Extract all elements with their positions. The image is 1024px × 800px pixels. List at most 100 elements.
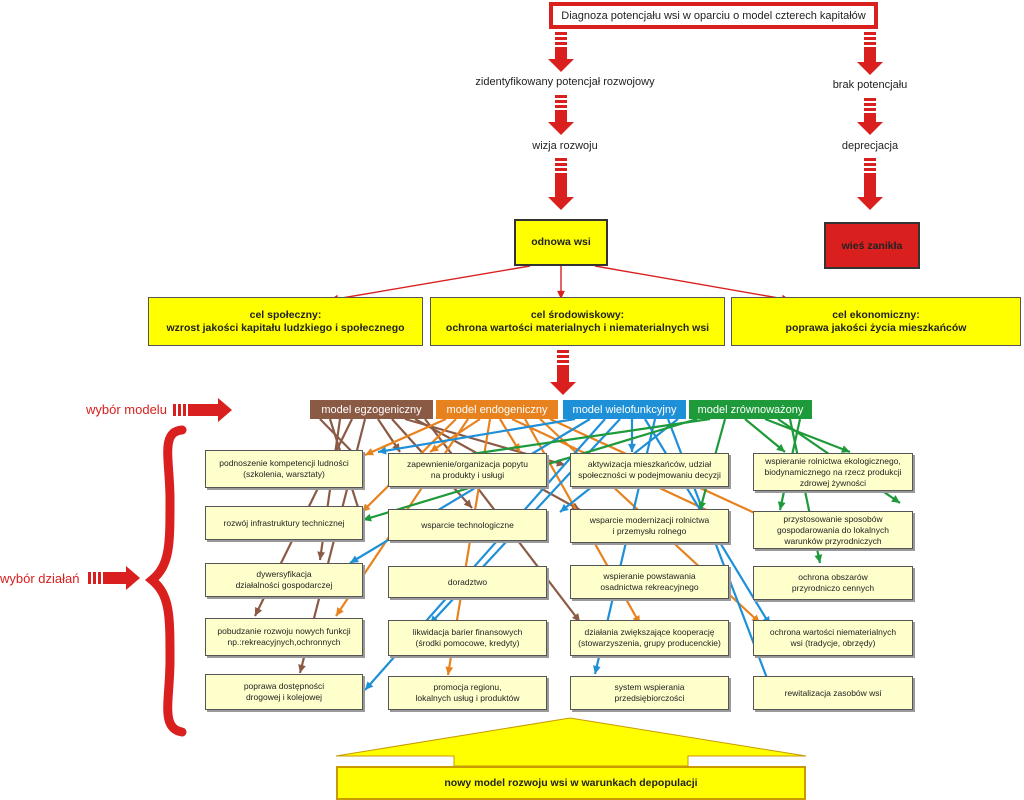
model-action-link-head xyxy=(560,503,569,512)
model-action-link-head xyxy=(628,443,636,452)
model-action-link-head xyxy=(365,681,374,690)
action-box: ochrona obszarów przyrodniczo cennych xyxy=(753,566,913,600)
action-box: poprawa dostępności drogowej i kolejowej xyxy=(205,674,363,710)
action-box: zapewnienie/organizacja popytu na produk… xyxy=(388,453,547,487)
action-box: doradztwo xyxy=(388,566,547,598)
model-action-link-head xyxy=(362,503,371,512)
model-action-link-head xyxy=(363,513,372,522)
action-label: przystosowanie sposobów gospodarowania d… xyxy=(777,513,889,546)
action-label: poprawa dostępności drogowej i kolejowej xyxy=(243,681,325,702)
action-box: pobudzanie rozwoju nowych funkcji np.:re… xyxy=(205,618,363,656)
model-action-link-head xyxy=(445,666,454,675)
goal-social-label: cel społeczny: wzrost jakości kapitału l… xyxy=(166,308,405,334)
action-box: rewitalizacja zasobów wsi xyxy=(753,676,913,710)
action-label: system wspierania przedsiębiorczości xyxy=(614,682,685,703)
model-action-link-head xyxy=(698,501,706,510)
action-label: rozwój infrastruktury technicznej xyxy=(223,517,345,528)
action-label: podnoszenie kompetencji ludności (szkole… xyxy=(219,458,349,479)
flow-arrow-shaft xyxy=(555,173,567,198)
goal-economic: cel ekonomiczny: poprawa jakości życia m… xyxy=(731,297,1021,346)
flow-arrow-dash xyxy=(555,32,567,35)
flow-arrow-dash xyxy=(864,42,876,45)
flow-arrow-dash xyxy=(555,37,567,40)
village-renewal-box: odnowa wsi xyxy=(514,219,608,266)
model-sustainable: model zrównoważony xyxy=(689,400,812,419)
flow-arrow-dash xyxy=(555,105,567,108)
action-choice-label: wybór działań xyxy=(0,571,80,586)
model-action-link-head xyxy=(317,551,326,560)
model-action-link xyxy=(364,417,447,457)
flow-arrow-head xyxy=(550,382,576,395)
model-choice-arrow-dash xyxy=(178,404,181,416)
model-action-link-head xyxy=(841,445,850,453)
village-vanished-label: wieś zanikła xyxy=(841,239,903,252)
model-action-link-head xyxy=(336,607,344,616)
goal-link-head xyxy=(557,290,565,299)
action-box: system wspierania przedsiębiorczości xyxy=(570,676,729,710)
action-box: promocja regionu, lokalnych usług i prod… xyxy=(388,676,547,710)
action-label: promocja regionu, lokalnych usług i prod… xyxy=(415,682,520,703)
flow-arrow-dash xyxy=(864,32,876,35)
action-box: rozwój infrastruktury technicznej xyxy=(205,506,363,540)
action-choice-arrow-head xyxy=(126,566,140,590)
model-action-link-head xyxy=(891,495,900,503)
action-label: wsparcie technologiczne xyxy=(421,519,514,530)
village-renewal-label: odnowa wsi xyxy=(531,236,591,248)
action-label: wspieranie powstawania osadnictwa rekrea… xyxy=(600,571,699,592)
goal-environmental: cel środowiskowy: ochrona wartości mater… xyxy=(430,297,725,346)
flow-arrow-shaft xyxy=(555,110,567,123)
depreciation-label: deprecjacja xyxy=(841,140,899,152)
action-box: działania zwiększające kooperację (stowa… xyxy=(570,620,729,656)
model-choice-label: wybór modelu xyxy=(86,402,167,417)
flow-arrow-shaft xyxy=(864,113,876,123)
model-multifunctional: model wielofunkcyjny xyxy=(563,400,686,419)
action-box: podnoszenie kompetencji ludności (szkole… xyxy=(205,450,363,488)
flow-arrow-head xyxy=(548,197,574,210)
action-box: ochrona wartości niematerialnych wsi (tr… xyxy=(753,620,913,656)
model-exogenous: model egzogeniczny xyxy=(310,400,433,419)
action-box: likwidacja barier finansowych (środki po… xyxy=(388,620,547,656)
model-action-link-head xyxy=(776,443,785,452)
action-label: działania zwiększające kooperację (stowa… xyxy=(578,627,721,648)
goal-link xyxy=(329,265,531,301)
diagnosis-box: Diagnoza potencjału wsi w oparciu o mode… xyxy=(549,2,878,29)
model-choice-arrow-shaft xyxy=(188,404,218,416)
model-action-link-head xyxy=(814,554,823,563)
action-label: likwidacja barier finansowych (środki po… xyxy=(412,627,523,648)
flow-arrow-dash xyxy=(557,360,569,363)
flow-arrow-dash xyxy=(555,168,567,171)
flow-arrow-dash xyxy=(555,42,567,45)
model-action-link-head xyxy=(392,443,400,452)
flow-arrow-dash xyxy=(555,100,567,103)
potential-identified-label: zidentyfikowany potencjał rozwojowy xyxy=(475,76,655,88)
flow-arrow-head xyxy=(857,122,883,135)
flow-arrow-shaft xyxy=(557,365,569,383)
bottom-yellow-arrow xyxy=(335,717,807,767)
action-label: zapewnienie/organizacja popytu na produk… xyxy=(407,459,528,480)
vision-label: wizja rozwoju xyxy=(532,140,598,152)
action-choice-arrow-dash xyxy=(93,572,96,584)
action-box: wspieranie powstawania osadnictwa rekrea… xyxy=(570,565,729,599)
model-action-link xyxy=(764,417,851,454)
action-label: dywersyfikacja działalności gospodarczej xyxy=(235,569,333,590)
model-action-link-head xyxy=(365,448,374,456)
flow-arrow-head xyxy=(548,122,574,135)
new-model-box: nowy model rozwoju wsi w warunkach depop… xyxy=(336,766,806,800)
goal-economic-label: cel ekonomiczny: poprawa jakości życia m… xyxy=(785,308,967,334)
model-choice-arrow-dash xyxy=(183,404,186,416)
flow-arrow-dash xyxy=(864,103,876,106)
model-action-link-head xyxy=(571,613,580,622)
goal-environmental-label: cel środowiskowy: ochrona wartości mater… xyxy=(445,308,710,334)
flow-arrow-dash xyxy=(555,163,567,166)
model-sustainable-label: model zrównoważony xyxy=(697,403,804,416)
no-potential-label: brak potencjału xyxy=(832,79,908,91)
flow-arrow-dash xyxy=(557,350,569,353)
model-action-link-head xyxy=(571,502,580,510)
model-action-link-head xyxy=(430,444,439,452)
new-model-label: nowy model rozwoju wsi w warunkach depop… xyxy=(444,776,698,789)
action-box: przystosowanie sposobów gospodarowania d… xyxy=(753,511,913,549)
flow-arrow-shaft xyxy=(555,47,567,60)
flow-arrow-head xyxy=(548,59,574,72)
action-box: wsparcie technologiczne xyxy=(388,509,547,541)
model-endogenous-label: model endogeniczny xyxy=(446,403,548,416)
